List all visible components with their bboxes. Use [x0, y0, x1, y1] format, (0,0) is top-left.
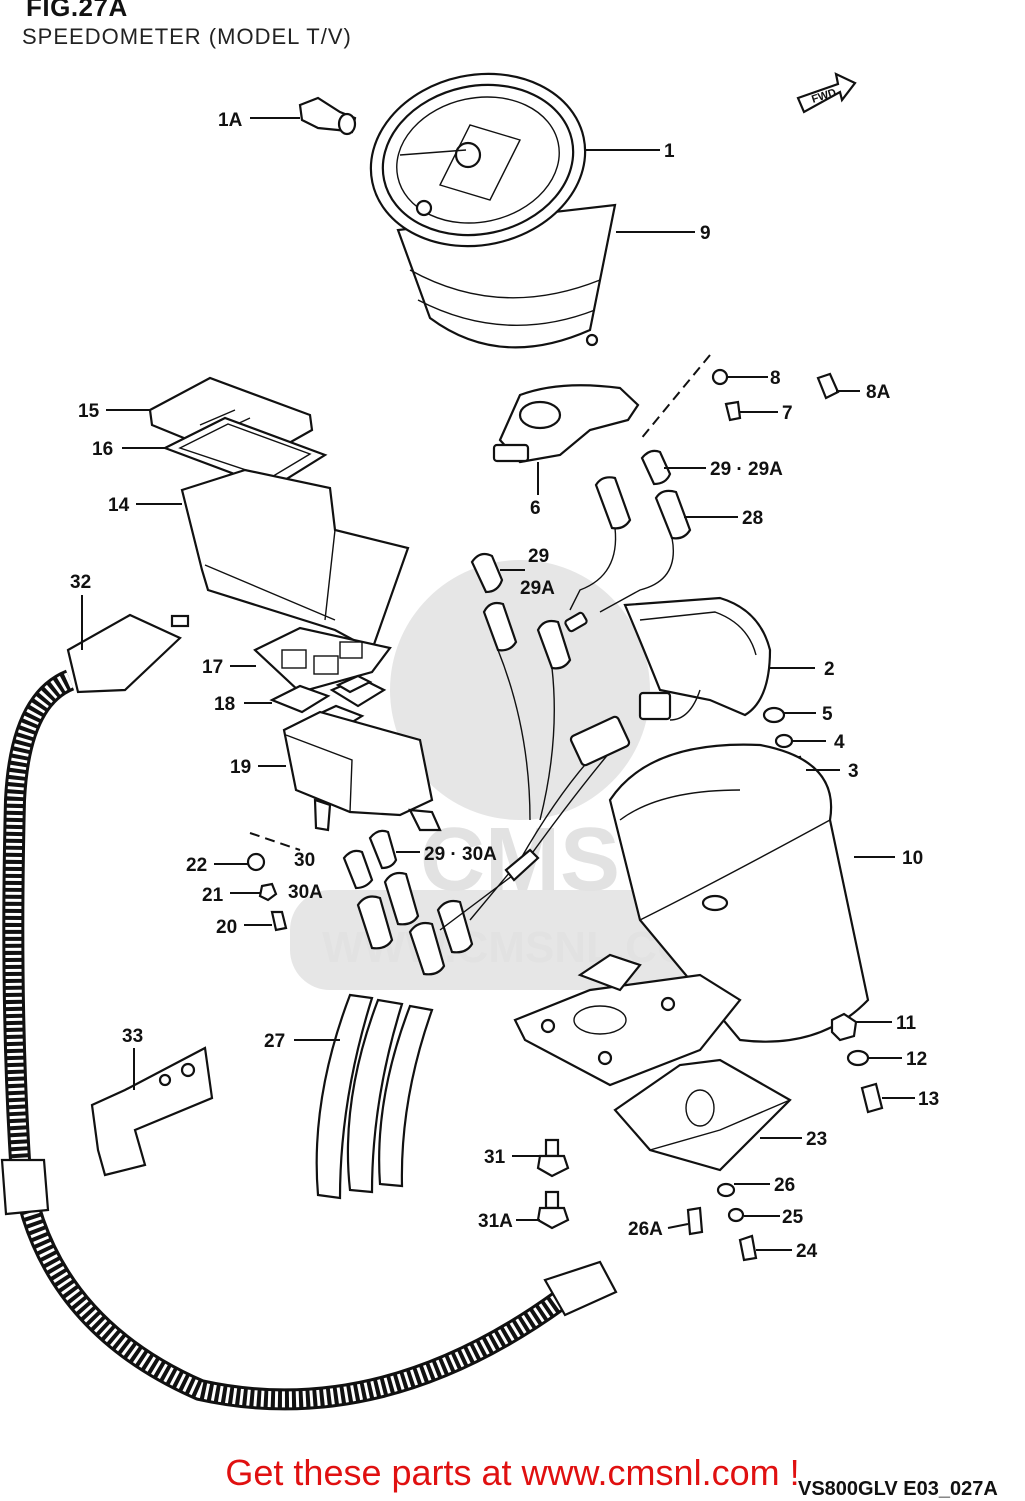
leader-lines: [81, 117, 915, 1251]
callout-31: 31: [484, 1147, 506, 1168]
callout-15: 15: [78, 401, 100, 422]
callout-30a: 30A: [288, 882, 323, 903]
lower-bracket-23: [613, 1058, 792, 1172]
callout-29-mid: 29: [528, 546, 549, 567]
figure-subtitle: SPEEDOMETER (MODEL T/V): [22, 24, 352, 49]
callout-29-29a-top: 29 · 29A: [710, 459, 783, 480]
meter-bracket-6: [492, 384, 640, 464]
callout-16: 16: [92, 439, 113, 460]
callout-29a-mid: 29A: [520, 578, 555, 599]
fwd-arrow-badge: FWD: [796, 72, 857, 114]
wiring-harness: [439, 527, 674, 931]
callout-31a: 31A: [478, 1211, 513, 1232]
callout-27: 27: [264, 1031, 285, 1052]
callout-19: 19: [230, 757, 251, 778]
callout-17: 17: [202, 657, 223, 678]
callout-23: 23: [806, 1129, 827, 1150]
mount-plate: [513, 953, 742, 1087]
callout-25: 25: [782, 1207, 804, 1228]
callout-8a: 8A: [866, 382, 891, 403]
callout-4: 4: [834, 732, 845, 753]
callout-9: 9: [700, 223, 711, 244]
callout-5: 5: [822, 704, 833, 725]
socket-housing-19: [282, 710, 442, 832]
callout-12: 12: [906, 1049, 927, 1070]
indicator-housing-14: [180, 468, 410, 652]
callout-18: 18: [214, 694, 235, 715]
callout-6: 6: [530, 498, 541, 519]
speedometer-gauge: [369, 72, 617, 349]
callout-24: 24: [796, 1241, 818, 1262]
callout-10: 10: [902, 848, 923, 869]
callout-20: 20: [216, 917, 237, 938]
callout-14: 14: [108, 495, 130, 516]
callout-28: 28: [742, 508, 763, 529]
buy-parts-link[interactable]: Get these parts at www.cmsnl.com !: [225, 1452, 800, 1493]
callout-22: 22: [186, 855, 207, 876]
wiring-cables-27: [315, 993, 434, 1200]
callout-26: 26: [774, 1175, 795, 1196]
cable-clamp-33: [90, 1046, 214, 1177]
fasteners-lower-left: [246, 852, 288, 932]
callout-26a: 26A: [628, 1219, 663, 1240]
speedometer-cable-32: [0, 613, 618, 1411]
callout-7: 7: [782, 403, 793, 424]
callout-labels: 1A 1 9 8 8A 7 15 16 14 29 · 29A 28 6 29 …: [70, 110, 939, 1262]
figure-title: FIG.27A: [26, 0, 128, 22]
indicator-unit-2: [623, 596, 772, 721]
meter-cover-10: [608, 743, 870, 1043]
bulbs-and-sockets: [342, 476, 692, 976]
callout-2: 2: [824, 659, 835, 680]
fasteners-bottom: [536, 1138, 758, 1262]
callout-13: 13: [918, 1089, 939, 1110]
fasteners-upper-right: [640, 368, 840, 486]
callout-3: 3: [848, 761, 859, 782]
callout-33: 33: [122, 1026, 143, 1047]
fasteners-right-lower: [830, 1012, 884, 1114]
callout-32: 32: [70, 572, 91, 593]
callout-29-30a: 29 · 30A: [424, 844, 497, 865]
callout-11: 11: [896, 1013, 917, 1034]
callout-1: 1: [664, 141, 675, 162]
fwd-badge-text: FWD: [810, 87, 838, 106]
callout-30: 30: [294, 850, 315, 871]
callout-21: 21: [202, 885, 224, 906]
callout-8: 8: [770, 368, 781, 389]
speed-sensor-1a: [298, 96, 357, 136]
diagram-reference-code: VS800GLV E03_027A: [798, 1478, 998, 1500]
callout-1a: 1A: [218, 110, 243, 131]
